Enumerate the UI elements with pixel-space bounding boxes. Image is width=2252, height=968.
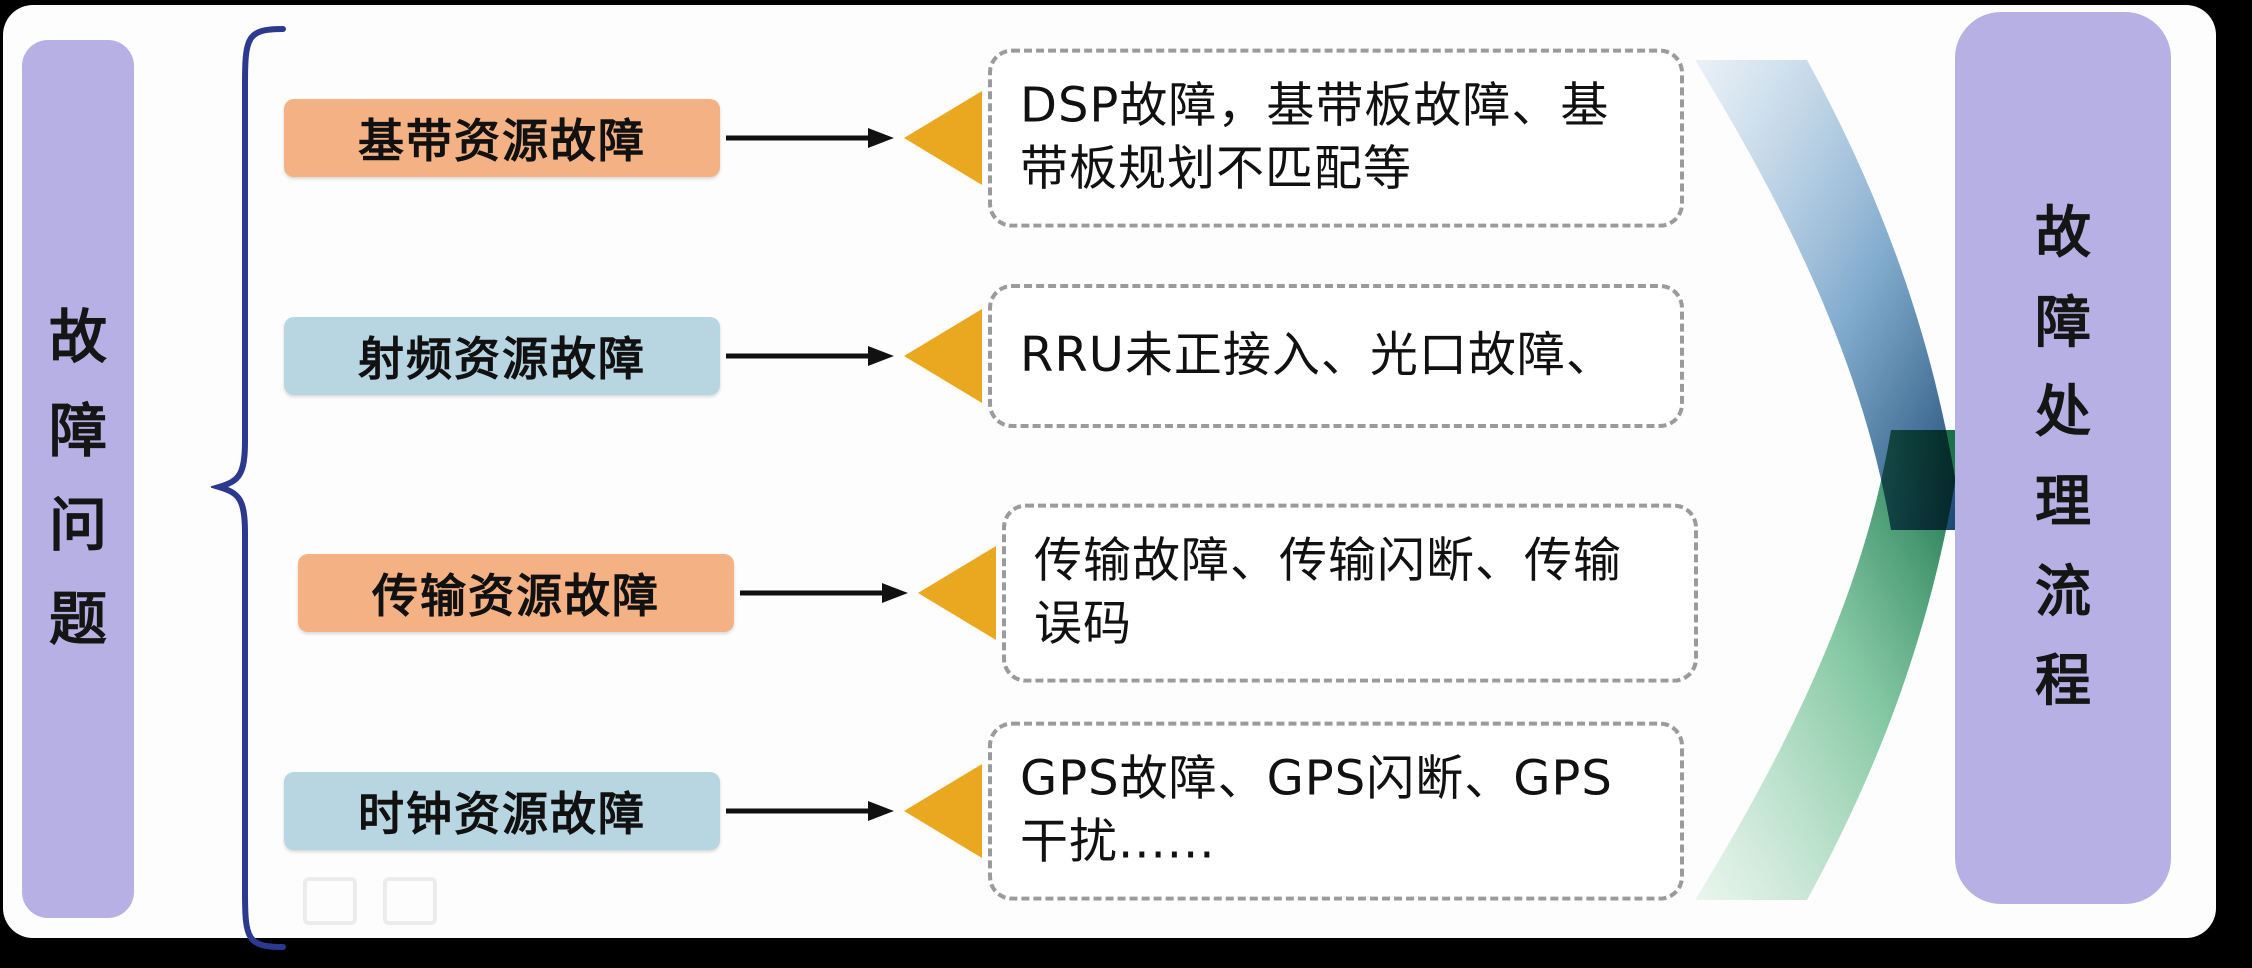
arrow-right-icon bbox=[726, 346, 894, 366]
description-text: GPS故障、GPS闪断、GPS干扰...... bbox=[1020, 750, 1613, 870]
category-label: 时钟资源故障 bbox=[358, 787, 646, 841]
left-panel-label: 故障问题 bbox=[48, 303, 107, 653]
category-box-clock: 时钟资源故障 bbox=[284, 772, 720, 850]
triangle-left-icon bbox=[918, 546, 996, 640]
description-box-baseband: DSP故障，基带板故障、基带板规划不匹配等 bbox=[988, 48, 1684, 228]
arrow-right-icon bbox=[726, 128, 894, 148]
description-text: 传输故障、传输闪断、传输误码 bbox=[1034, 532, 1623, 652]
fault-row: 基带资源故障 DSP故障，基带板故障、基带板规划不匹配等 bbox=[284, 48, 1684, 228]
triangle-left-icon bbox=[904, 309, 982, 403]
diagram-canvas: 故障问题 基带资源故障 DSP故障，基带板故障、基带板规划不匹配等 射频资源故障… bbox=[3, 5, 2216, 950]
watermark-glyph bbox=[383, 877, 437, 925]
description-box-rf: RRU未正接入、光口故障、 bbox=[988, 284, 1684, 428]
triangle-left-icon bbox=[904, 764, 982, 858]
right-panel-label: 故障处理流程 bbox=[2035, 201, 2091, 715]
category-box-baseband: 基带资源故障 bbox=[284, 99, 720, 177]
description-text: DSP故障，基带板故障、基带板规划不匹配等 bbox=[1020, 77, 1610, 197]
triangle-left-icon bbox=[904, 91, 982, 185]
right-panel: 故障处理流程 bbox=[1955, 12, 2171, 904]
category-box-rf: 射频资源故障 bbox=[284, 317, 720, 395]
description-text: RRU未正接入、光口故障、 bbox=[1020, 327, 1615, 384]
category-box-transmission: 传输资源故障 bbox=[298, 554, 734, 632]
left-panel: 故障问题 bbox=[22, 40, 134, 918]
fault-row: 传输资源故障 传输故障、传输闪断、传输误码 bbox=[298, 503, 1698, 683]
category-label: 射频资源故障 bbox=[358, 332, 646, 386]
brace-icon bbox=[211, 26, 286, 950]
fault-row: 射频资源故障 RRU未正接入、光口故障、 bbox=[284, 266, 1684, 446]
arrow-right-icon bbox=[740, 583, 908, 603]
description-box-clock: GPS故障、GPS闪断、GPS干扰...... bbox=[988, 721, 1684, 901]
flow-arrow-graphic bbox=[1695, 60, 1963, 900]
fault-row: 时钟资源故障 GPS故障、GPS闪断、GPS干扰...... bbox=[284, 721, 1684, 901]
description-box-transmission: 传输故障、传输闪断、传输误码 bbox=[1002, 503, 1698, 683]
arrow-right-icon bbox=[726, 801, 894, 821]
watermark-glyph bbox=[303, 877, 357, 925]
watermark bbox=[303, 877, 437, 925]
category-label: 传输资源故障 bbox=[372, 569, 660, 623]
category-label: 基带资源故障 bbox=[358, 114, 646, 168]
